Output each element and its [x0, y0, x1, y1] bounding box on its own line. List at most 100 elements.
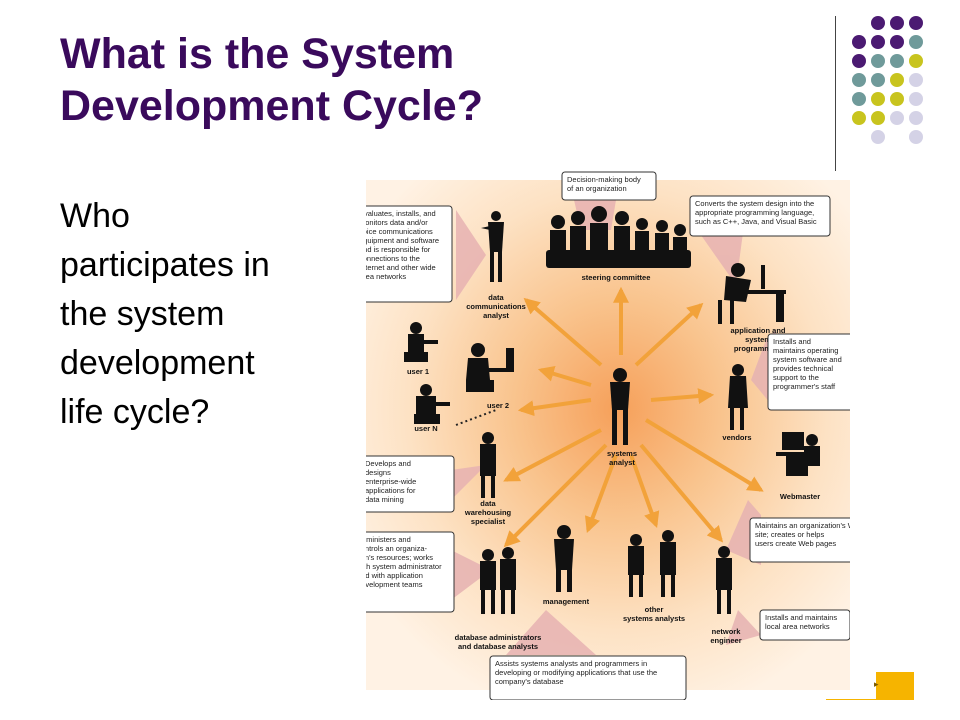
decorative-dot	[909, 111, 923, 125]
role-label-steering: steering committee	[582, 273, 651, 282]
decorative-dot	[871, 54, 885, 68]
callout-bottom: Assists systems analysts and programmers…	[489, 655, 687, 700]
slide-title: What is the System Development Cycle?	[60, 28, 800, 132]
decorative-dot	[871, 73, 885, 87]
title-divider	[835, 16, 836, 171]
vendor-figure	[728, 364, 748, 430]
systems-analyst-figure	[610, 368, 630, 445]
user-2-figure	[466, 343, 514, 392]
decorative-dot	[909, 92, 923, 106]
callout-box	[689, 195, 831, 237]
decorative-dot	[890, 54, 904, 68]
callout-text: Administers andcontrols an organiza-tion…	[366, 535, 442, 589]
callout-box	[366, 205, 453, 303]
people-silhouettes	[404, 206, 820, 614]
corner-arrow-icon: ▸	[874, 680, 879, 690]
callout-box	[489, 655, 687, 700]
title-line-1: What is the System	[60, 30, 455, 78]
steering-committee-figures	[546, 206, 691, 268]
corner-accent-box	[876, 672, 914, 700]
callout-box	[366, 531, 455, 613]
role-label-vendors: vendors	[722, 433, 751, 442]
decorative-dot	[890, 92, 904, 106]
role-label-userN: user N	[414, 424, 437, 433]
connector-arrows	[503, 286, 764, 548]
body-text-line: the system	[60, 295, 225, 333]
decorative-dot	[909, 130, 923, 144]
decorative-dot	[909, 54, 923, 68]
body-text-line: development	[60, 344, 255, 382]
decorative-dot-grid	[852, 16, 960, 166]
callout-webmaster: Maintains an organization's Website; cre…	[749, 517, 850, 563]
role-label-management: management	[543, 597, 590, 606]
callout-dba: Administers andcontrols an organiza-tion…	[366, 531, 455, 613]
dba-figures	[480, 547, 516, 614]
callout-text: Maintains an organization's Website; cre…	[755, 521, 850, 548]
callout-box	[561, 171, 657, 201]
decorative-dot	[890, 35, 904, 49]
decorative-dot	[871, 16, 885, 30]
body-text-line: Who	[60, 197, 130, 235]
body-text: Who participates in the system development l…	[60, 192, 320, 437]
decorative-dot	[852, 54, 866, 68]
corner-accent-line	[826, 699, 880, 700]
role-label-user2: user 2	[487, 401, 509, 410]
title-line-2: Development Cycle?	[60, 82, 483, 130]
decorative-dot	[909, 73, 923, 87]
decorative-dot	[871, 130, 885, 144]
role-label-webmaster: Webmaster	[780, 492, 820, 501]
decorative-dot	[852, 92, 866, 106]
decorative-dot	[852, 111, 866, 125]
decorative-dot	[871, 35, 885, 49]
decorative-dot	[909, 35, 923, 49]
user-n-figure	[414, 384, 450, 424]
callout-box	[759, 609, 850, 641]
callout-box	[749, 517, 850, 563]
callout-box	[366, 455, 455, 513]
decorative-dot	[909, 16, 923, 30]
callout-text: Assists systems analysts and programmers…	[495, 659, 657, 686]
datacomm-analyst-figure	[481, 211, 504, 282]
other-analysts-figures	[628, 530, 676, 597]
decorative-dot	[890, 111, 904, 125]
webmaster-figure	[776, 432, 820, 476]
decorative-dot	[890, 73, 904, 87]
programmer-figure	[718, 263, 786, 324]
management-figure	[554, 525, 574, 592]
body-text-line: participates in	[60, 246, 270, 284]
network-engineer-figure	[716, 546, 732, 614]
decorative-dot	[871, 92, 885, 106]
diagram-canvas: steering committee datacommunicationsanal…	[366, 171, 850, 700]
warehouse-specialist-figure	[480, 432, 496, 498]
decorative-dot	[871, 111, 885, 125]
decorative-dot	[852, 35, 866, 49]
callout-text: Evaluates, installs, andmonitors data an…	[366, 209, 439, 281]
user-link-dashes	[455, 409, 497, 426]
decorative-dot	[890, 16, 904, 30]
user-1-figure	[404, 322, 438, 362]
callout-datacomm: Evaluates, installs, andmonitors data an…	[366, 205, 453, 303]
callout-box	[767, 333, 850, 411]
decorative-dot	[852, 73, 866, 87]
body-text-line: life cycle?	[60, 393, 210, 431]
